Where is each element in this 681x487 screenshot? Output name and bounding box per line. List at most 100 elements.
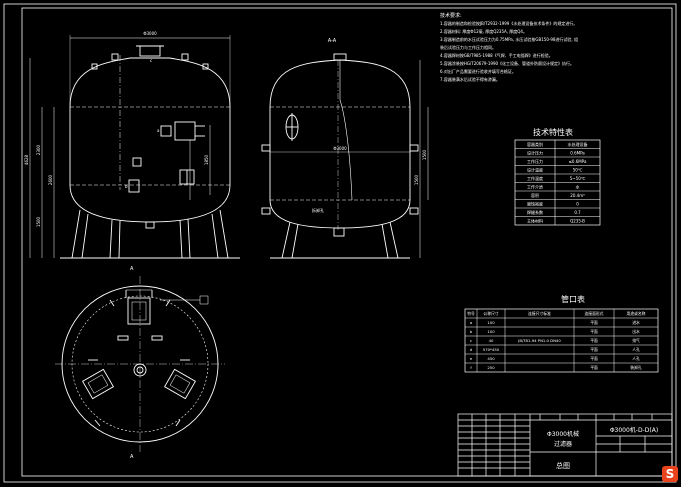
plan-right-manhole	[163, 368, 197, 400]
nozzle-cell: 人孔	[632, 356, 640, 361]
spec-label: 工作温度	[527, 175, 543, 181]
section-bottom-head	[269, 199, 411, 229]
section-label: A-A	[328, 38, 337, 44]
nozzle-cell: 出水	[632, 329, 640, 334]
spec-value: 水	[576, 184, 580, 190]
nozzle-cell: a	[470, 320, 472, 325]
front-view	[29, 35, 240, 259]
front-bottom-head	[69, 184, 231, 223]
plan-left-manhole	[81, 368, 115, 400]
note-1: 1.容器的制造和检验按JB/T2932-1999《水处理设备技术条件》的规定进行…	[440, 20, 577, 26]
spec-label: 设计压力	[527, 150, 543, 156]
nozzle-cell: JB/T81-94 PN1.0 DN40	[517, 338, 561, 343]
section-dim: Φ3000	[333, 146, 347, 151]
nozzle-cell: 570*450	[483, 347, 500, 352]
spec-value: Q235-B	[570, 219, 585, 224]
nozzle-header: 用途或名称	[627, 311, 646, 316]
note-4: 装后试验压力与工作压力相同。	[440, 44, 496, 50]
arrow-label-top: A	[130, 266, 134, 272]
nozzle-cell: 100	[487, 320, 495, 325]
outer-frame	[3, 3, 677, 483]
section-dim-right-b: 1500	[422, 149, 427, 160]
front-side-manhole	[174, 121, 196, 141]
spec-label: 腐蚀裕度	[527, 201, 543, 207]
nozzle-cell: 进水	[632, 320, 640, 325]
nozzle-cell: 平面	[590, 320, 598, 325]
nozzle-cell: 平面	[590, 347, 598, 352]
title-drawing-no: Φ3000机-D-D(A)	[610, 426, 658, 434]
spec-label: 容积	[531, 192, 539, 198]
note-2: 2.容器材料: 厚度Φ12毫, 厚度Q235A, 厚度Q4。	[440, 28, 527, 34]
title-product-sub: 过滤器	[554, 440, 572, 448]
spec-value: 0.7	[574, 210, 581, 215]
nozzle-header: 连接尺寸标准	[528, 311, 551, 316]
arrow-label-bottom: A	[130, 454, 134, 460]
nozzle-letter-a: a	[157, 128, 160, 133]
front-top-manhole	[139, 45, 161, 57]
nozzle-cell: 装卸孔	[630, 365, 642, 370]
note-8: 7.容器装满水后试验不得有渗漏。	[440, 76, 500, 82]
internal-pipe	[339, 60, 353, 201]
spec-value: 5~50℃	[570, 176, 586, 181]
front-leg-1	[71, 209, 81, 259]
inner-frame	[21, 7, 673, 477]
spec-label: 主体材料	[527, 218, 543, 224]
nozzle-cell: f	[470, 365, 472, 370]
nozzle-cell: 450	[487, 356, 495, 361]
spec-value: ≤0.6MPa	[569, 159, 587, 164]
nozzle-cell: 排气	[632, 338, 640, 343]
spec-label: 工作介质	[527, 184, 543, 190]
nozzle-cell: 250	[487, 365, 495, 370]
front-leg-2	[109, 219, 113, 259]
note-6: 5.容器涂装按HG/T20679-1990《化工设备、管道外防腐设计规定》执行。	[440, 60, 574, 66]
dim-leg-height: 1500	[36, 216, 41, 227]
plan-center-nozzle	[133, 363, 147, 377]
dim-width-top: Φ3000	[143, 31, 157, 36]
spec-table-title: 技术特性表	[533, 127, 573, 137]
spec-label: 焊缝系数	[527, 209, 543, 215]
nozzle-letter-b: b	[125, 184, 128, 189]
nozzle-letter-c: c	[150, 58, 152, 63]
section-view	[261, 53, 429, 259]
dim-side-a: 2600	[48, 174, 53, 185]
nozzle-cell: 平面	[590, 356, 598, 361]
front-top-head	[69, 57, 231, 108]
notes-title: 技术要求:	[440, 12, 462, 19]
spec-label: 容器类别	[527, 141, 543, 147]
brand-logo: S	[662, 466, 678, 482]
note-5: 4.容器焊材按GB/T985-1988《气焊、手工电弧焊》进行检验。	[440, 52, 553, 58]
nozzle-cell: c	[470, 338, 472, 343]
nozzle-header: 连接面形式	[585, 311, 604, 316]
spec-value: 0	[576, 202, 579, 207]
nozzle-cell: e	[470, 356, 473, 361]
nozzle-table-title: 管口表	[561, 294, 585, 304]
nozzle-cell: 平面	[590, 338, 598, 343]
nozzle-cell: 人孔	[632, 347, 640, 352]
dim-height-shell: 2300	[36, 144, 41, 155]
nozzle-cell: b	[470, 329, 473, 334]
plan-top-manhole	[127, 297, 151, 325]
note-3: 3.容器制造前的水压试验压力为0.75MPa, 水压试验按GB150-98进行试…	[440, 36, 578, 42]
title-block	[457, 413, 673, 477]
nozzle-header: 符号	[467, 311, 475, 316]
title-sheet-label: 总图	[556, 461, 570, 470]
spec-value: 水处理设备	[568, 141, 588, 147]
nozzle-cell: 40	[489, 338, 494, 343]
dim-height-total: 4628	[24, 154, 29, 165]
nozzle-header: 公称尺寸	[483, 311, 498, 316]
spec-value: 0.6MPa	[570, 151, 585, 156]
plan-view	[55, 276, 225, 452]
section-dim-right-a: 1500	[414, 174, 419, 185]
nozzle-cell: 平面	[590, 365, 598, 370]
spec-label: 设计温度	[527, 167, 543, 173]
spec-value: 20.4m³	[570, 193, 585, 198]
front-leg-4	[211, 213, 219, 259]
spec-label: 工作压力	[527, 158, 543, 164]
note-7: 6.对出厂产品需要进行验收并填写合格证。	[440, 68, 516, 74]
tech-notes: 技术要求: 1.容器的制造和检验按JB/T2932-1999《水处理设备技术条件…	[440, 12, 578, 82]
nozzle-cell: d	[470, 347, 473, 352]
front-leg-3	[179, 219, 183, 259]
nozzle-cell: 平面	[590, 329, 598, 334]
